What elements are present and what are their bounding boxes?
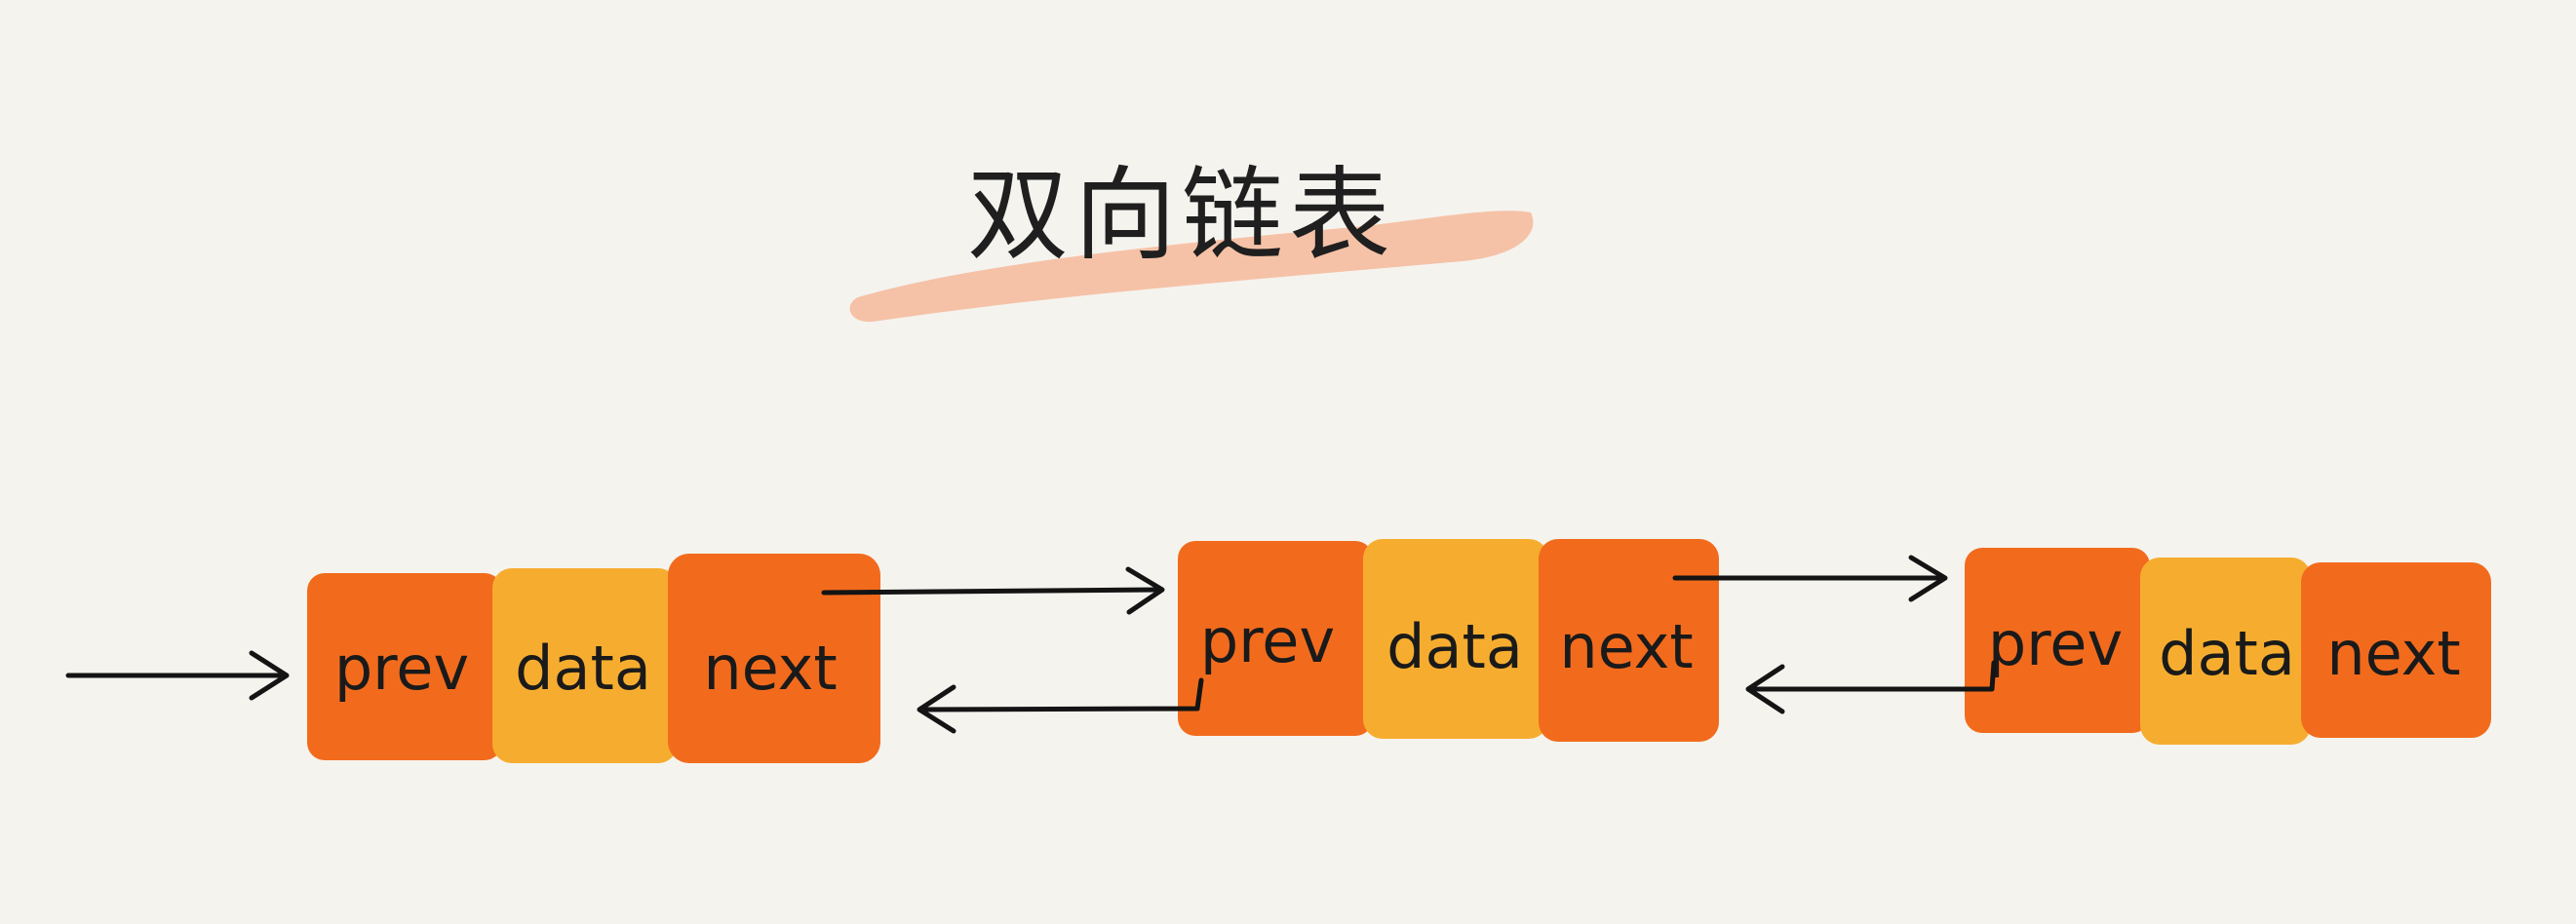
node-2-next-arrow (1672, 555, 1948, 602)
title-highlight (849, 211, 1534, 323)
node-1: prev data next (307, 554, 880, 763)
node-3-data-cell (2140, 558, 2311, 745)
node-1-prev-cell (307, 573, 502, 760)
node-2-prev-arrow (917, 677, 1204, 734)
node-1-prev-label: prev (334, 633, 469, 704)
node-1-next-cell (668, 554, 880, 763)
node-3-prev-cell (1965, 548, 2150, 733)
node-2-data-cell (1363, 539, 1548, 739)
node-2-prev-label: prev (1200, 605, 1335, 676)
node-3-prev-arrow (1745, 660, 1997, 714)
node-1-next-arrow (821, 566, 1165, 615)
node-2: prev data next (1178, 539, 1719, 742)
diagram-title: 双向链表 (967, 155, 1396, 274)
head-pointer-arrow (65, 650, 290, 701)
node-1-data-label: data (515, 633, 651, 704)
node-3-prev-label: prev (1988, 608, 2123, 679)
node-1-data-cell (492, 568, 678, 763)
node-2-next-label: next (1559, 611, 1693, 682)
node-2-next-cell (1539, 539, 1719, 742)
node-3-next-label: next (2326, 618, 2460, 689)
node-1-next-label: next (703, 633, 837, 704)
node-2-data-label: data (1386, 611, 1523, 682)
node-2-prev-cell (1178, 541, 1373, 736)
node-3-data-label: data (2159, 618, 2295, 689)
node-3: prev data next (1965, 548, 2491, 745)
node-3-next-cell (2301, 562, 2491, 738)
